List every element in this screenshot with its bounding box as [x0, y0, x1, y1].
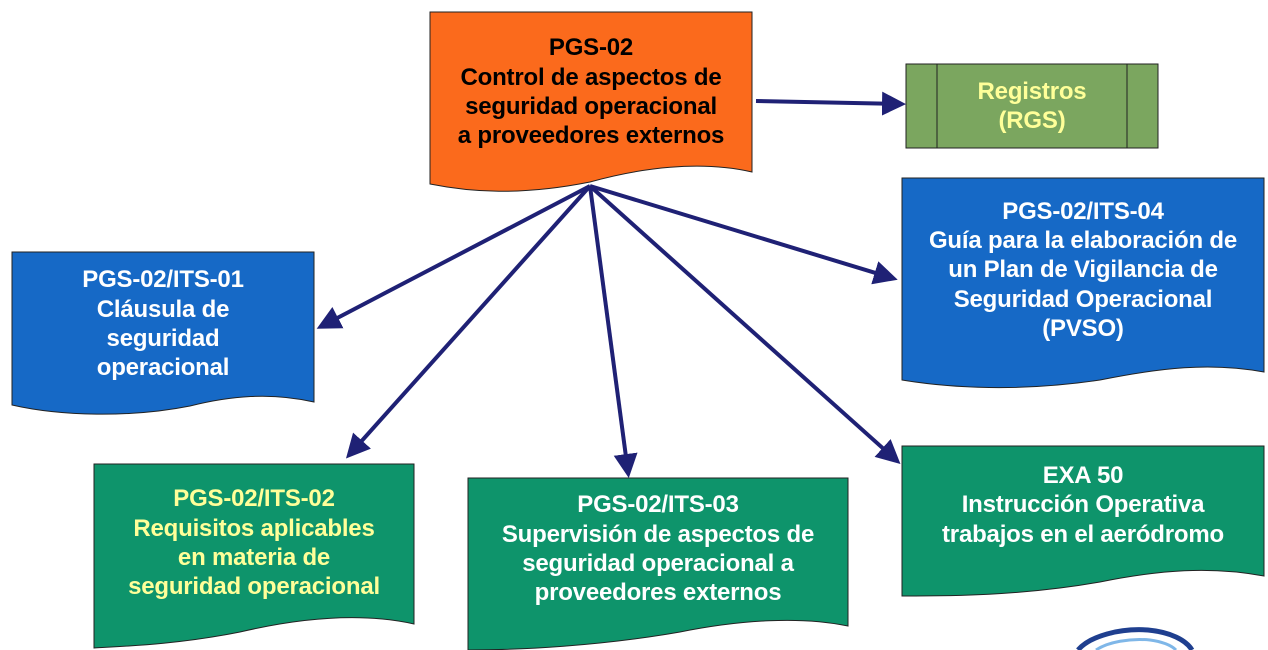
main-document-line-2: seguridad operacional [465, 93, 717, 120]
arrow-to-its01 [316, 184, 591, 329]
logo-partial [1076, 627, 1195, 650]
arrow-to-exa50 [588, 184, 901, 465]
its02-line-2: en materia de [177, 544, 331, 571]
arrow-to-registros [755, 91, 906, 116]
its02-document-shape [93, 463, 415, 649]
its01-document-shape [11, 251, 315, 415]
its03-line-3: proveedores externos [534, 579, 782, 607]
registros-line-1: Registros [977, 77, 1087, 105]
main-document-code: PGS-02 [548, 34, 634, 62]
its04-line-3: Seguridad Operacional [953, 285, 1213, 313]
exa50-line-2: trabajos en el aeródromo [942, 520, 1224, 548]
arrow-to-its03 [588, 185, 638, 478]
its04-line-2: un Plan de Vigilancia de [948, 256, 1218, 284]
its01-line-1: Cláusula de [96, 295, 230, 323]
exa50-code: EXA 50 [1042, 462, 1124, 490]
arrow-to-its02 [345, 184, 592, 459]
its03-document-shape [467, 477, 849, 650]
its03-document: PGS-02/ITS-03 Supervisión de aspectos de… [468, 484, 848, 614]
its04-line-1: Guía para la elaboración de [928, 227, 1238, 255]
exa50-document-shape [901, 445, 1265, 597]
its01-line-2: seguridad [106, 325, 220, 352]
its01-line-3: operacional [96, 354, 230, 382]
main-document-line-3: a proveedores externos [457, 122, 725, 150]
its04-code: PGS-02/ITS-04 [1002, 197, 1164, 225]
its04-document-shape [901, 177, 1265, 389]
its01-document: PGS-02/ITS-01 Cláusula de seguridad oper… [12, 258, 314, 390]
its02-code: PGS-02/ITS-02 [173, 485, 335, 513]
registros-box [905, 63, 1159, 149]
its04-line-4: (PVSO) [1042, 314, 1124, 342]
registros-line-2: (RGS) [998, 107, 1066, 134]
its04-document: PGS-02/ITS-04 Guía para la elaboración d… [902, 184, 1264, 356]
registros: Registros (RGS) [937, 70, 1127, 142]
its01-code: PGS-02/ITS-01 [82, 266, 244, 294]
main-document: PGS-02 Control de aspectos de seguridad … [430, 22, 752, 162]
main-document-shape [429, 11, 753, 192]
its03-line-2: seguridad operacional a [522, 550, 794, 577]
main-document-line-1: Control de aspectos de [460, 63, 722, 91]
its02-line-1: Requisitos aplicables [133, 514, 375, 542]
its02-document: PGS-02/ITS-02 Requisitos aplicables en m… [94, 472, 414, 614]
arrow-to-its04 [589, 184, 898, 285]
exa50-document: EXA 50 Instrucción Operativa trabajos en… [902, 452, 1264, 558]
its02-line-3: seguridad operacional [128, 573, 380, 601]
its03-code: PGS-02/ITS-03 [577, 491, 739, 519]
its03-line-1: Supervisión de aspectos de [501, 520, 815, 548]
connectors [316, 91, 906, 478]
exa50-line-1: Instrucción Operativa [961, 491, 1205, 519]
